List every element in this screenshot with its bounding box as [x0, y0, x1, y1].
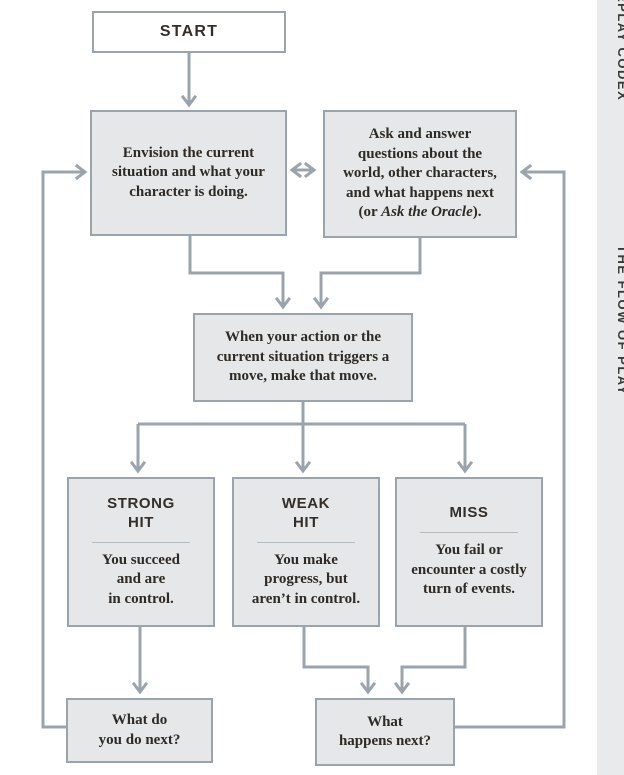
miss-title: MISS	[449, 504, 489, 522]
strong-hit-text: You succeed and are in control.	[102, 551, 180, 607]
connector-envision-to-move	[188, 236, 283, 306]
strong-hit-title: STRONG HIT	[107, 495, 175, 531]
weak-hit-box: WEAK HIT You make progress, but aren’t i…	[232, 477, 380, 627]
connector-miss-to-whathappens	[402, 627, 467, 691]
ask-text-oracle-line: (or Ask the Oracle).	[343, 203, 497, 223]
connector-weak-to-whathappens	[302, 627, 368, 691]
start-label: START	[159, 23, 219, 40]
move-trigger-text: When your action or the current situatio…	[216, 329, 390, 385]
edge-tab-codex-label: EPLAY CODEX	[615, 0, 624, 102]
ask-oracle-text: Ask and answer questions about the world…	[343, 106, 497, 243]
connector-loop-whatdo-to-envision	[41, 172, 84, 729]
miss-text: You fail or encounter a costly turn of e…	[411, 542, 527, 598]
envision-box: Envision the current situation and what …	[90, 110, 287, 236]
strong-hit-box: STRONG HIT You succeed and are in contro…	[67, 477, 215, 627]
what-happens-next-text: What happens next?	[338, 713, 432, 750]
what-happens-next-box: What happens next?	[315, 698, 455, 766]
connector-loop-whathappens-to-ask	[455, 172, 566, 729]
weak-hit-text: You make progress, but aren’t in control…	[251, 551, 361, 607]
ask-text-main: Ask and answer questions about the world…	[343, 126, 497, 201]
weak-hit-title: WEAK HIT	[281, 495, 331, 531]
envision-text: Envision the current situation and what …	[112, 144, 265, 200]
move-trigger-box: When your action or the current situatio…	[193, 313, 413, 402]
ask-paren-close: ).	[472, 204, 482, 221]
what-do-you-do-next-text: What do you do next?	[98, 712, 181, 748]
page-edge-tab: EPLAY CODEX THE FLOW OF PLAY	[597, 0, 624, 775]
title-divider	[257, 541, 355, 543]
what-do-you-do-next-box: What do you do next?	[66, 698, 213, 763]
ask-paren-open: (or	[358, 204, 382, 221]
edge-tab-flow-of-play-label: THE FLOW OF PLAY	[615, 245, 624, 396]
title-divider	[420, 532, 518, 534]
start-box: START	[92, 11, 286, 53]
miss-box: MISS You fail or encounter a costly turn…	[395, 477, 543, 627]
connector-ask-to-move	[321, 238, 422, 306]
ask-oracle-box: Ask and answer questions about the world…	[323, 110, 517, 238]
ask-oracle-italic: Ask the Oracle	[381, 204, 473, 221]
title-divider	[92, 541, 190, 543]
